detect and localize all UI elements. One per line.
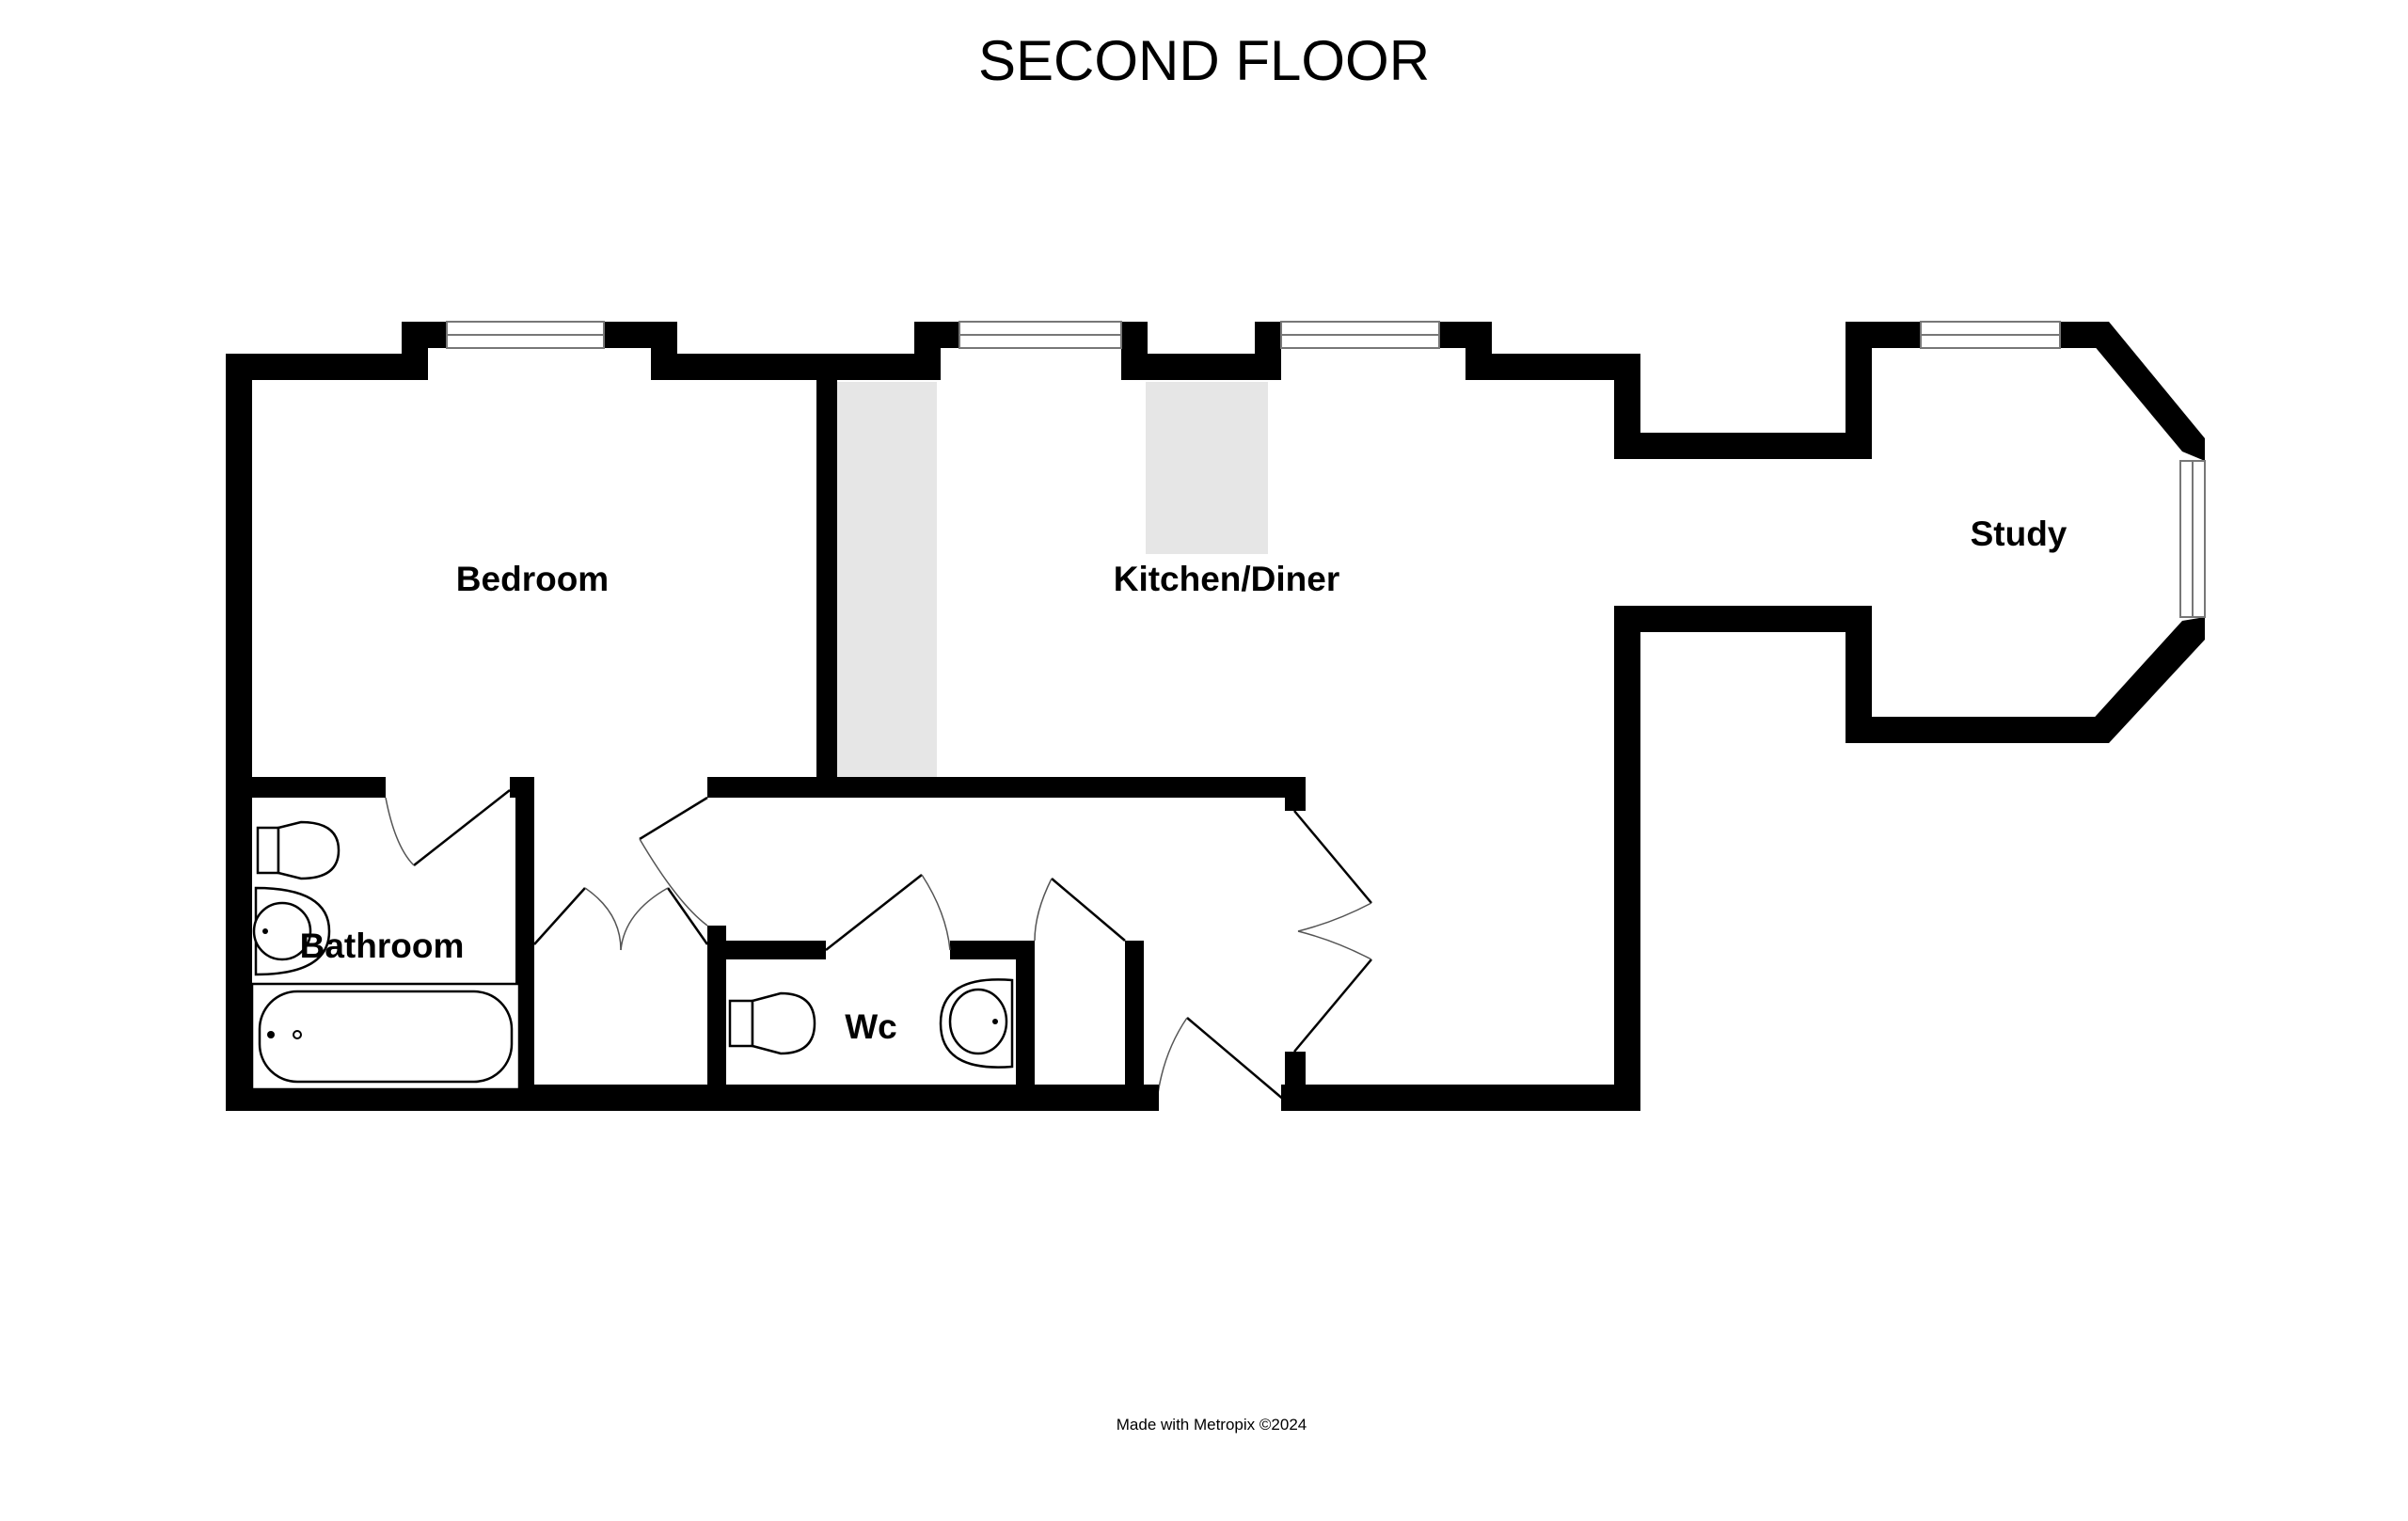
chimney-breast-right	[1146, 382, 1268, 554]
doors	[385, 789, 1372, 1111]
door-icon	[1293, 810, 1372, 1053]
chimney-breast-left	[835, 382, 937, 777]
window-icon	[1280, 321, 1440, 349]
window-icon	[1920, 321, 2061, 349]
toilet-icon	[256, 820, 341, 880]
floor-title: SECOND FLOOR	[978, 29, 1430, 92]
internal-walls	[252, 380, 1306, 1111]
door-icon	[385, 789, 511, 866]
outer-walls	[226, 322, 2205, 1111]
toilet-icon	[728, 991, 816, 1055]
door-icon	[1144, 1017, 1286, 1111]
room-label-kitchen-diner: Kitchen/Diner	[1114, 560, 1340, 598]
window-icon	[958, 321, 1122, 349]
window-icon	[2179, 460, 2206, 618]
window-icon	[446, 321, 605, 349]
wc-fixtures	[728, 978, 1014, 1069]
bathroom-fixtures	[250, 820, 521, 1091]
room-label-bedroom: Bedroom	[456, 560, 609, 598]
room-label-bathroom: Bathroom	[300, 927, 465, 965]
room-label-study: Study	[1971, 515, 2067, 553]
credit-text: Made with Metropix ©2024	[1117, 1416, 1307, 1434]
basin-icon	[939, 978, 1014, 1069]
bath-icon	[250, 982, 521, 1091]
door-icon	[825, 874, 951, 951]
basin-icon	[252, 886, 331, 976]
door-icon	[639, 796, 708, 927]
door-icon	[1034, 878, 1126, 942]
room-label-wc: Wc	[845, 1007, 897, 1046]
windows	[446, 321, 2206, 618]
cupboard-door-icon	[533, 887, 709, 951]
